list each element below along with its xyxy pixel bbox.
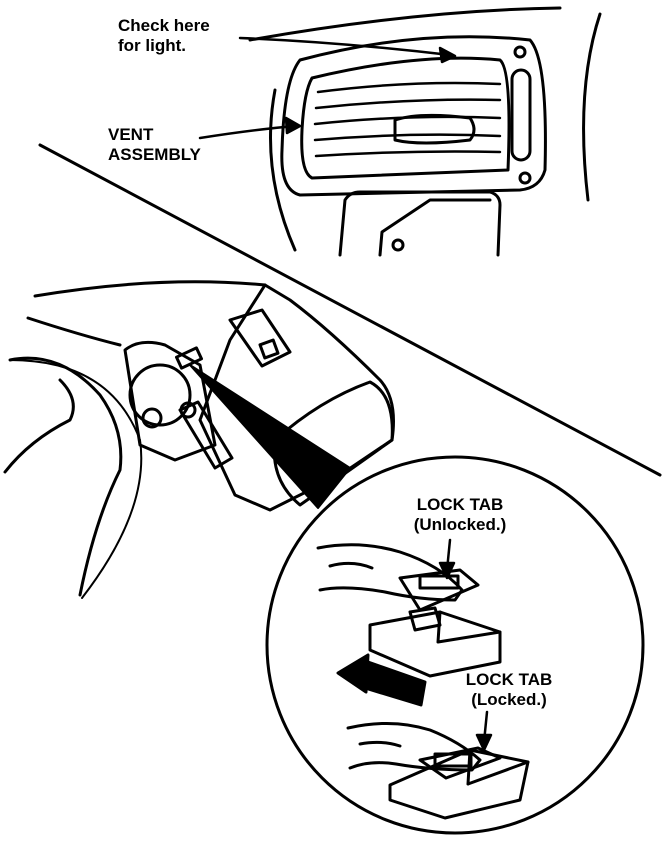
console-inner-panel <box>378 198 492 257</box>
removed-vent-assembly <box>3 280 395 599</box>
lever-pivot <box>179 401 197 419</box>
tab-latch-unlocked <box>408 606 442 632</box>
lock-tab-unlocked-line-2: (Unlocked.) <box>413 515 507 534</box>
lock-tab-top-locked <box>418 746 502 780</box>
section-divider-line <box>38 143 662 477</box>
vent-assembly-label: VENT ASSEMBLY <box>108 125 201 165</box>
tab-housing-unlocked <box>368 610 502 678</box>
unlocked-lock-tab <box>316 543 502 678</box>
lock-tab-unlocked-label: LOCK TAB (Unlocked.) <box>392 495 528 535</box>
light-check-line-2: for light. <box>118 36 186 55</box>
housing-bracket <box>228 308 292 368</box>
unlocked-callout-arrowhead <box>438 561 456 580</box>
lock-tab-grip-locked <box>433 752 473 768</box>
wire-harness <box>9 359 143 599</box>
finger-upper <box>316 543 464 602</box>
light-callout-arrowhead <box>438 46 457 64</box>
vent-outer-bezel <box>280 35 547 197</box>
finger-lower-knuckle <box>358 740 402 748</box>
finger-lower <box>346 722 482 772</box>
vent-screw-top <box>513 45 527 59</box>
vent-label-line-1: VENT <box>108 125 154 144</box>
light-check-line-1: Check here <box>118 16 210 35</box>
vent-side-knob <box>510 68 532 162</box>
finger-upper-knuckle <box>328 561 374 570</box>
lower-console-unit <box>338 190 502 257</box>
vent-label-line-2: ASSEMBLY <box>108 145 201 164</box>
tab-housing-locked-ridge <box>466 748 530 786</box>
damper-gear <box>128 363 192 427</box>
console-screw <box>391 238 405 252</box>
light-callout-line <box>238 36 452 57</box>
detail-callout-arrows <box>438 538 493 752</box>
housing-duct-face <box>272 380 394 507</box>
dash-top-edge <box>248 6 562 42</box>
lock-tab-locked-label: LOCK TAB (Locked.) <box>444 670 574 710</box>
arrow-shaft <box>363 660 427 707</box>
callout-arrows <box>198 36 457 140</box>
damper-gear-hub <box>141 407 163 429</box>
locked-lock-tab <box>346 722 530 820</box>
vent-inner-frame <box>300 56 511 180</box>
dash-opening <box>3 378 75 474</box>
lock-tab-detail <box>265 455 645 835</box>
lock-tab-grip-unlocked <box>418 574 460 590</box>
lock-tab-locked-line-1: LOCK TAB <box>465 670 553 689</box>
dash-panel-top <box>33 280 267 298</box>
tab-housing-locked <box>388 748 530 820</box>
vent-callout-line <box>198 124 297 140</box>
tab-housing-ridge <box>436 610 502 644</box>
locked-callout-arrowhead <box>475 733 493 752</box>
lock-tab-top-unlocked <box>398 568 480 612</box>
dash-right-curve <box>582 12 602 202</box>
vent-bulb-tube <box>393 113 476 145</box>
lock-tab-locked-line-2: (Locked.) <box>471 690 547 709</box>
dash-panel-curve <box>26 316 122 347</box>
dash-panel-left <box>8 356 123 597</box>
slide-direction-arrow <box>336 653 427 707</box>
light-check-label: Check here for light. <box>118 16 210 56</box>
vent-screw-bottom <box>518 171 532 185</box>
magnifier-pointer <box>189 364 351 509</box>
lock-tab-on-housing <box>174 346 204 370</box>
gear-bracket-plate <box>123 340 217 462</box>
dash-left-edge <box>269 88 297 252</box>
vent-callout-arrowhead <box>284 116 302 135</box>
arrow-head <box>336 653 370 694</box>
lock-tab-unlocked-line-1: LOCK TAB <box>416 495 504 514</box>
housing-slot <box>258 338 280 360</box>
magnifier-circle <box>265 455 645 835</box>
dash-vent-inset <box>248 6 602 257</box>
